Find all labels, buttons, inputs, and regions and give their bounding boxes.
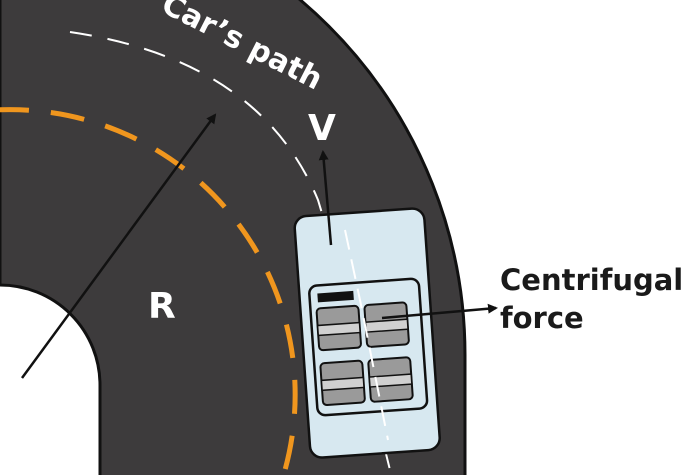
seat-rear-right <box>367 356 414 403</box>
car-dashboard <box>317 290 354 303</box>
radius-label: R <box>148 286 176 327</box>
radius-arrow <box>20 113 217 379</box>
seat-rear-left <box>319 359 366 407</box>
car-path-over-car <box>344 229 389 441</box>
car-path-line <box>69 31 391 471</box>
velocity-label: V <box>308 108 336 149</box>
centrifugal-force-arrow <box>381 303 498 320</box>
center-line <box>0 107 298 471</box>
centrifugal-force-label-line2: force <box>500 301 584 335</box>
seat-front-left <box>315 304 362 352</box>
velocity-arrow <box>318 150 333 246</box>
seat-front-right <box>363 301 410 348</box>
centrifugal-force-label-line1: Centrifugal <box>500 263 683 297</box>
